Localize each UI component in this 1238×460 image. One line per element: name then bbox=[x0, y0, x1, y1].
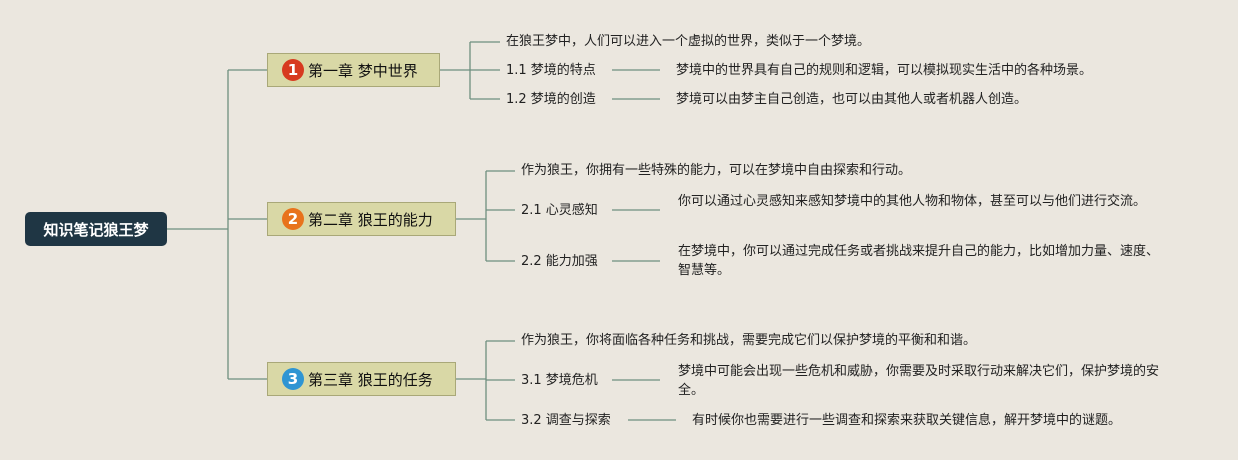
chapter-1-title: 第一章 梦中世界 bbox=[308, 61, 418, 80]
section-1-2-text: 梦境可以由梦主自己创造，也可以由其他人或者机器人创造。 bbox=[676, 92, 1028, 107]
root-node[interactable]: 知识笔记狼王梦 bbox=[25, 212, 167, 246]
section-1-2-label: 1.2 梦境的创造 bbox=[506, 92, 596, 107]
section-3-2-text: 有时候你也需要进行一些调查和探索来获取关键信息，解开梦境中的谜题。 bbox=[692, 413, 1122, 428]
chapter-1-node[interactable]: 1 第一章 梦中世界 bbox=[267, 53, 440, 87]
section-2-2-text: 在梦境中，你可以通过完成任务或者挑战来提升自己的能力，比如增加力量、速度、智慧等… bbox=[678, 244, 1160, 278]
section-1-1-text: 梦境中的世界具有自己的规则和逻辑，可以模拟现实生活中的各种场景。 bbox=[676, 63, 1093, 78]
section-2-2-label: 2.2 能力加强 bbox=[521, 254, 598, 269]
section-2-1-label: 2.1 心灵感知 bbox=[521, 203, 598, 218]
chapter-3-intro: 作为狼王，你将面临各种任务和挑战，需要完成它们以保护梦境的平衡和和谐。 bbox=[521, 333, 977, 348]
chapter-3-title: 第三章 狼王的任务 bbox=[308, 370, 433, 389]
chapter-1-intro: 在狼王梦中，人们可以进入一个虚拟的世界，类似于一个梦境。 bbox=[506, 34, 871, 49]
number-3-icon: 3 bbox=[282, 368, 304, 390]
section-1-1-label: 1.1 梦境的特点 bbox=[506, 63, 596, 78]
chapter-2-title: 第二章 狼王的能力 bbox=[308, 210, 433, 229]
chapter-2-node[interactable]: 2 第二章 狼王的能力 bbox=[267, 202, 456, 236]
section-2-1-text: 你可以通过心灵感知来感知梦境中的其他人物和物体，甚至可以与他们进行交流。 bbox=[678, 194, 1147, 209]
chapter-3-node[interactable]: 3 第三章 狼王的任务 bbox=[267, 362, 456, 396]
chapter-2-intro: 作为狼王，你拥有一些特殊的能力，可以在梦境中自由探索和行动。 bbox=[521, 163, 912, 178]
section-3-1-text: 梦境中可能会出现一些危机和威胁，你需要及时采取行动来解决它们，保护梦境的安全。 bbox=[678, 364, 1160, 398]
section-3-1-label: 3.1 梦境危机 bbox=[521, 373, 598, 388]
number-1-icon: 1 bbox=[282, 59, 304, 81]
root-label: 知识笔记狼王梦 bbox=[43, 220, 149, 239]
number-2-icon: 2 bbox=[282, 208, 304, 230]
section-3-2-label: 3.2 调查与探索 bbox=[521, 413, 611, 428]
